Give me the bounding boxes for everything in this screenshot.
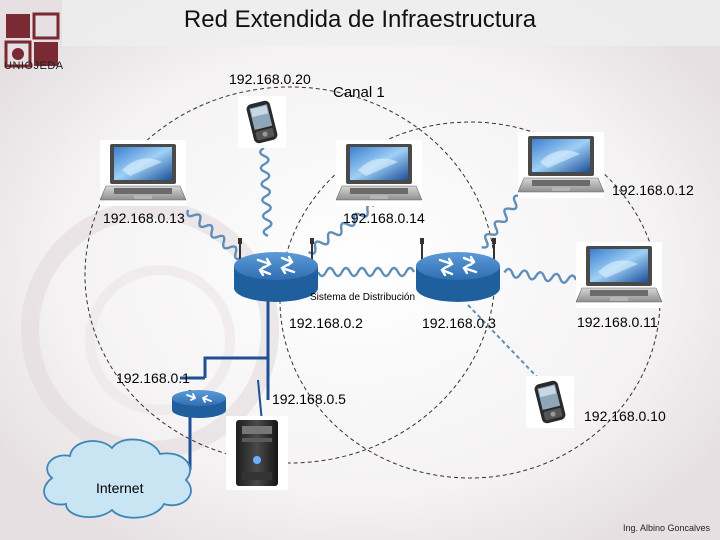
ip-label-laptop-left: 192.168.0.13 [103, 210, 185, 226]
ip-label-pda-bottom: 192.168.0.10 [584, 408, 666, 424]
title-bar-shade [62, 0, 720, 46]
ip-label-laptop-center: 192.168.0.14 [343, 210, 425, 226]
ip-label-pda-top: 192.168.0.20 [229, 71, 311, 87]
wireless-link-laptop-center [308, 203, 375, 255]
wireless-link-laptop-left [186, 209, 243, 261]
logo-text: UNIOJEDA [4, 60, 64, 72]
wireless-link-distribution [316, 266, 416, 278]
ip-label-server: 192.168.0.5 [272, 391, 346, 407]
wireless-link-dashed [467, 304, 539, 379]
logo-icon [4, 12, 60, 68]
laptop-icon-left [100, 140, 186, 206]
author-credit: Ing. Albino Goncalves [622, 523, 710, 533]
ip-label-laptop-top-right: 192.168.0.12 [612, 182, 694, 198]
laptop-icon-center [336, 140, 422, 206]
distribution-label: Sistema de Distribución [310, 292, 416, 303]
wireless-link-laptop-top-right [481, 194, 521, 249]
laptop-icon-top-right [518, 132, 604, 198]
background-swirl [85, 265, 235, 415]
slide-title: Red Extendida de Infraestructura [183, 6, 537, 33]
server-icon [226, 416, 288, 490]
pda-icon-top [238, 96, 286, 148]
channel-label: Canal 1 [333, 84, 385, 101]
internet-label: Internet [96, 480, 144, 496]
wireless-links [186, 146, 578, 284]
ip-label-ap-left: 192.168.0.2 [289, 315, 363, 331]
pda-icon-bottom [526, 376, 574, 428]
server-link [257, 379, 263, 423]
internet-cloud [43, 438, 192, 519]
laptop-icon-right [576, 242, 662, 308]
wireless-link-laptop-right [503, 267, 578, 284]
ip-label-ap-right: 192.168.0.3 [422, 315, 496, 331]
ip-label-router: 192.168.0.1 [116, 370, 190, 386]
router-icon [172, 389, 226, 419]
wireless-link-pda-top [259, 146, 273, 237]
wired-links [180, 298, 270, 470]
ip-label-laptop-right: 192.168.0.11 [577, 314, 658, 330]
